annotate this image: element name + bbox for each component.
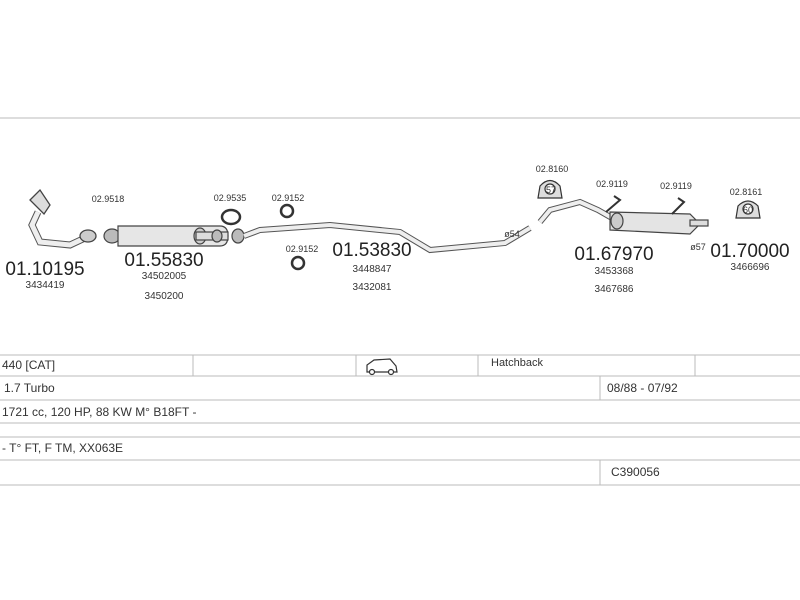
- part-number: 01.67970: [574, 244, 653, 265]
- part-number: 01.10195: [5, 259, 84, 280]
- reference-number: 3467686: [595, 284, 634, 295]
- accessory-label: 02.8160: [536, 164, 569, 174]
- diameter-label: ø57: [690, 242, 706, 252]
- reference-number: 3432081: [353, 282, 392, 293]
- part-number: 01.55830: [124, 250, 203, 271]
- accessory-label: 02.9119: [660, 181, 692, 191]
- part-intermediate-pipe-drawing: [231, 221, 532, 254]
- reference-number: 3448847: [353, 264, 392, 275]
- reference-number: 3453368: [595, 266, 634, 277]
- gasket-rings: [220, 203, 306, 271]
- accessory-label: 02.9119: [596, 179, 628, 189]
- accessory-label: 02.9535: [214, 193, 247, 203]
- diameter-label: ø54: [504, 229, 520, 239]
- vehicle-table-grid: [0, 354, 800, 486]
- years-cell: 08/88 - 07/92: [607, 381, 678, 395]
- accessory-label: 02.9152: [286, 244, 319, 254]
- part-number: 01.53830: [332, 240, 411, 261]
- mount-label-2: 60: [743, 205, 753, 215]
- accessory-label: 02.8161: [730, 187, 763, 197]
- engine-cell: 1.7 Turbo: [4, 381, 55, 395]
- reference-number: 34502005: [142, 271, 187, 282]
- reference-number: 3434419: [26, 280, 65, 291]
- part-front-pipe-drawing: [28, 188, 97, 249]
- hatchback-car-icon: [366, 358, 398, 376]
- rubber-mounts: [537, 179, 761, 219]
- part-middle-silencer-drawing: [103, 225, 229, 247]
- part-rear-silencer-drawing: [537, 198, 709, 235]
- body-type-cell: Hatchback: [491, 357, 543, 369]
- part-number: 01.70000: [710, 241, 789, 262]
- spec-cell: 1721 cc, 120 HP, 88 KW M° B18FT -: [2, 405, 197, 419]
- notes-cell: - T° FT, F TM, XX063E: [2, 441, 124, 455]
- mount-label-1: 57: [546, 185, 556, 195]
- accessory-label: 02.9152: [272, 193, 305, 203]
- clamps: [605, 195, 686, 215]
- code-cell: C390056: [611, 465, 660, 479]
- accessory-label: 02.9518: [92, 194, 125, 204]
- reference-number: 3466696: [731, 262, 770, 273]
- reference-number: 3450200: [145, 291, 184, 302]
- model-cell: 440 [CAT]: [2, 358, 56, 372]
